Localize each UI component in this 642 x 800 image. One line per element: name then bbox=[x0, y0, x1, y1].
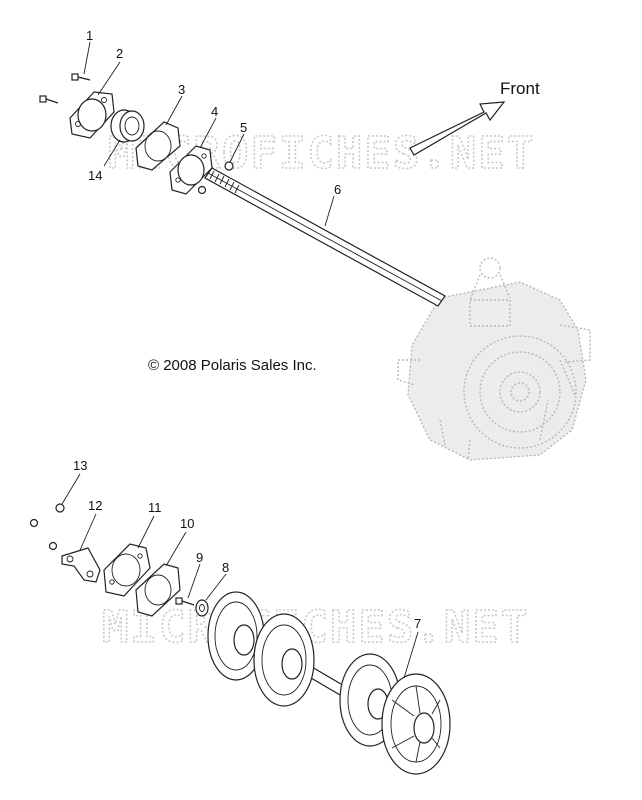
callout-9: 9 bbox=[196, 550, 203, 565]
nut-icon bbox=[29, 518, 39, 528]
front-label: Front bbox=[500, 79, 540, 98]
callout-10: 10 bbox=[180, 516, 194, 531]
upper-shaft bbox=[204, 167, 446, 307]
nut-icon bbox=[48, 541, 58, 551]
gasket bbox=[135, 121, 181, 171]
callout-13: 13 bbox=[73, 458, 87, 473]
leader-lines bbox=[61, 41, 419, 679]
callout-8: 8 bbox=[222, 560, 229, 575]
callout-4: 4 bbox=[211, 104, 218, 119]
callout-11: 11 bbox=[148, 500, 162, 515]
gasket bbox=[135, 563, 181, 617]
bracket bbox=[61, 547, 101, 583]
drive-shaft-assembly bbox=[207, 591, 451, 775]
callout-14: 14 bbox=[88, 168, 102, 183]
chaincase-housing-ghost bbox=[397, 257, 591, 461]
front-arrow-icon bbox=[409, 101, 506, 156]
watermark-bottom: MICROFICHES.NET bbox=[102, 602, 529, 653]
sprocket-icon bbox=[195, 599, 209, 617]
callout-7: 7 bbox=[414, 616, 421, 631]
callout-3: 3 bbox=[178, 82, 185, 97]
bearing-flange bbox=[169, 145, 213, 195]
bolt-icon bbox=[71, 73, 91, 81]
bearing bbox=[110, 109, 145, 143]
nut-icon bbox=[55, 503, 65, 513]
callout-1: 1 bbox=[86, 28, 93, 43]
callout-12: 12 bbox=[88, 498, 102, 513]
bolt-icon bbox=[175, 597, 195, 606]
callout-6: 6 bbox=[334, 182, 341, 197]
bolt-icon bbox=[39, 95, 59, 104]
callout-2: 2 bbox=[116, 46, 123, 61]
callout-5: 5 bbox=[240, 120, 247, 135]
nut-icon bbox=[224, 161, 234, 171]
nut-icon bbox=[197, 185, 207, 195]
copyright-text: © 2008 Polaris Sales Inc. bbox=[148, 357, 317, 374]
bearing-flange bbox=[103, 543, 151, 597]
bearing-flange bbox=[69, 91, 115, 139]
